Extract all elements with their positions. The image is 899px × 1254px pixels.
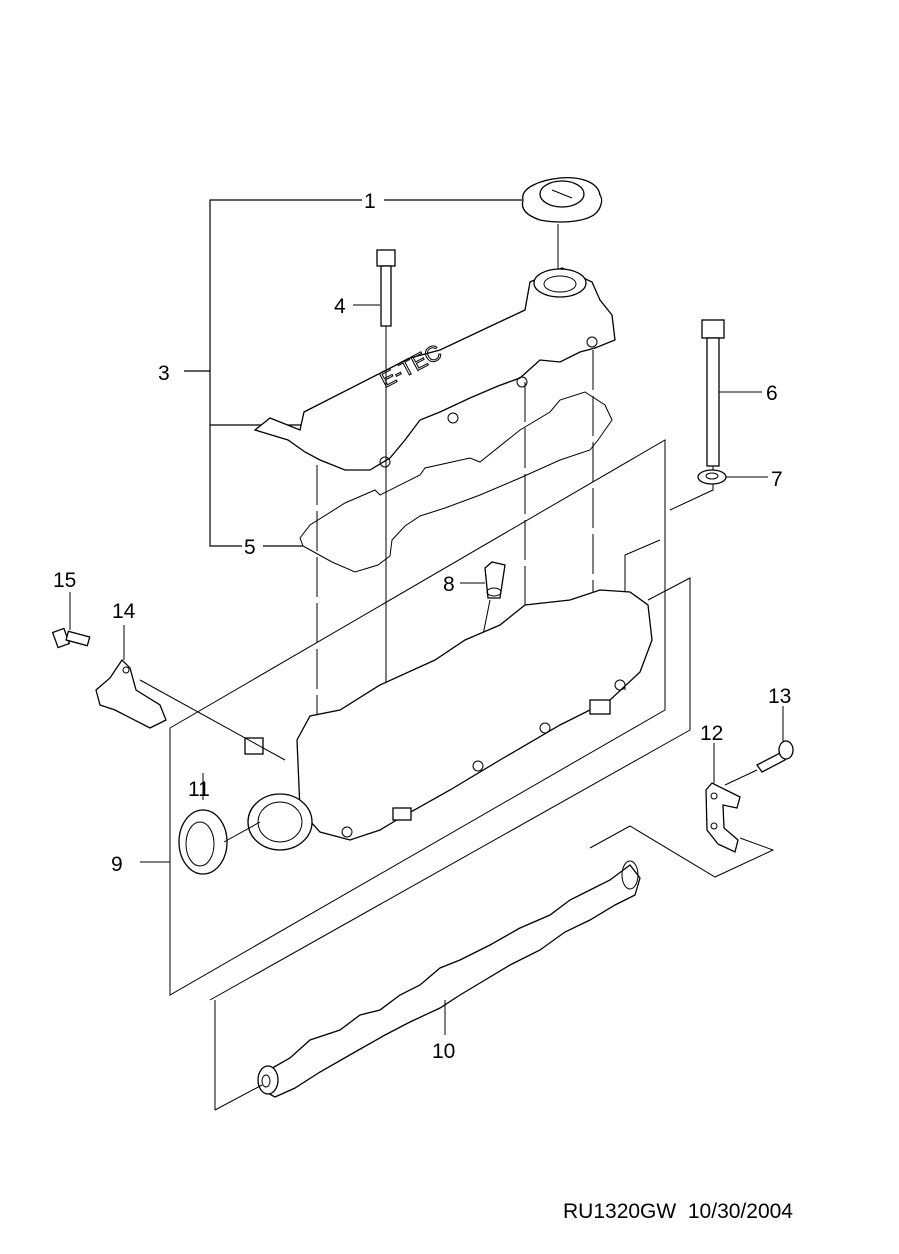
- oil-filler-cap[interactable]: [521, 176, 603, 283]
- cylinder-head-cover[interactable]: E-TEC: [253, 267, 616, 471]
- callout-3: 3: [158, 362, 170, 385]
- callout-1: 1: [364, 190, 376, 213]
- callout-5: 5: [244, 536, 256, 559]
- bracket[interactable]: [589, 743, 775, 878]
- callout-13: 13: [768, 685, 791, 708]
- oil-seal[interactable]: [178, 773, 261, 875]
- diagram-footer: RU1320GW 10/30/2004: [563, 1200, 793, 1224]
- callout-6: 6: [766, 382, 778, 405]
- sensor[interactable]: [95, 625, 286, 761]
- callout-12: 12: [700, 722, 723, 745]
- callout-9: 9: [111, 853, 123, 876]
- diagram-code: RU1320GW: [563, 1200, 677, 1223]
- sensor-bolt[interactable]: [51, 592, 91, 649]
- long-bolt[interactable]: [701, 319, 762, 472]
- callout-15: 15: [53, 569, 76, 592]
- cover-gasket[interactable]: [299, 391, 613, 573]
- washer[interactable]: [669, 469, 768, 511]
- callout-7: 7: [771, 468, 783, 491]
- callout-4: 4: [334, 295, 346, 318]
- camshaft[interactable]: [214, 860, 641, 1111]
- callout-11: 11: [188, 778, 210, 801]
- callout-8: 8: [443, 573, 455, 596]
- dowel-sleeve[interactable]: [460, 561, 506, 636]
- cover-bolt[interactable]: [353, 249, 396, 700]
- callout-14: 14: [112, 600, 136, 623]
- camshaft-housing[interactable]: [244, 589, 653, 851]
- housing-frame: [140, 439, 691, 1001]
- bracket-bolt[interactable]: [724, 706, 794, 786]
- diagram-date: 10/30/2004: [687, 1200, 793, 1223]
- callout-10: 10: [432, 1040, 455, 1063]
- cover-assembly-bracket: [184, 199, 522, 547]
